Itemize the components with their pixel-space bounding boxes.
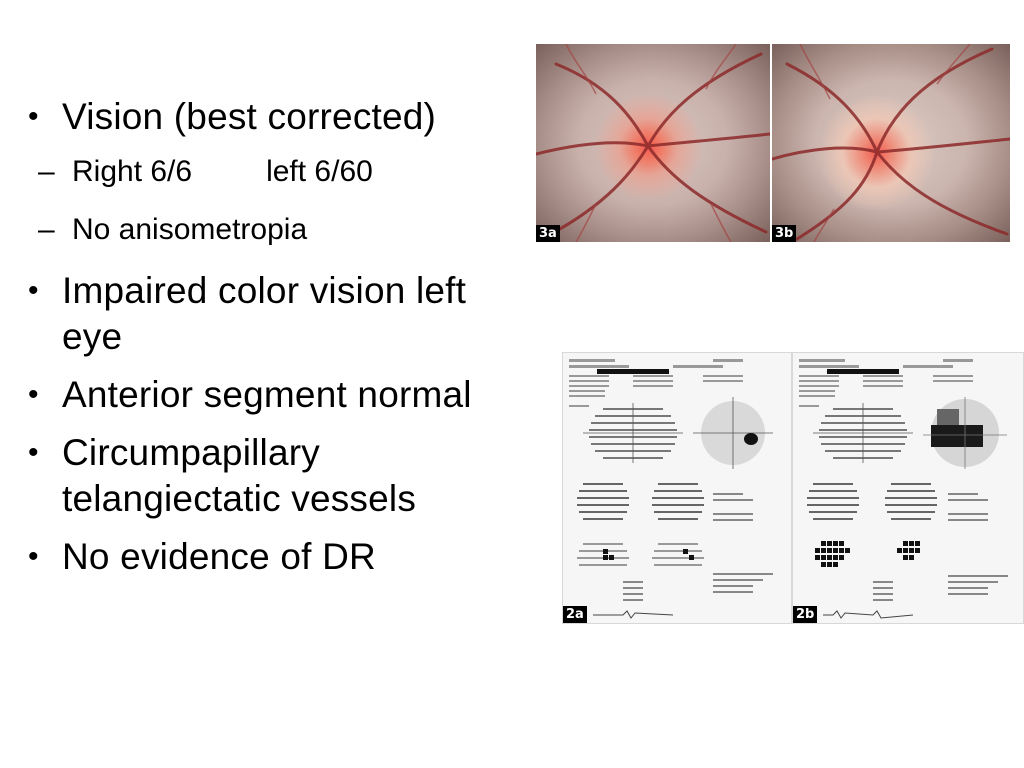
bullet-dot: • bbox=[28, 540, 39, 573]
anisometropia-text: No anisometropia bbox=[72, 213, 308, 246]
bullet-text: No evidence of DR bbox=[62, 536, 376, 577]
right-vision-text: Right 6/6 bbox=[72, 155, 193, 188]
left-vision-text: left 6/60 bbox=[266, 155, 373, 188]
sub-bullet-acuity: – Right 6/6 left 6/60 bbox=[28, 152, 528, 192]
bullet-color-vision: • Impaired color vision left eye bbox=[28, 268, 528, 360]
visual-field-chart bbox=[799, 359, 1008, 619]
bullet-dot: • bbox=[28, 274, 39, 307]
bullet-telangiectatic: • Circumpapillary telangiectatic vessels bbox=[28, 430, 528, 522]
fundus-photo-right: 3a bbox=[536, 44, 770, 242]
bullet-list: • Vision (best corrected) – Right 6/6 lef… bbox=[28, 94, 528, 592]
bullet-text: Circumpapillary telangiectatic vessels bbox=[62, 432, 417, 519]
retinal-vessels bbox=[772, 44, 1010, 242]
figure-label-3b: 3b bbox=[772, 225, 797, 242]
bullet-vision: • Vision (best corrected) bbox=[28, 94, 528, 140]
bullet-anterior-segment: • Anterior segment normal bbox=[28, 372, 528, 418]
dash-glyph: – bbox=[38, 155, 55, 188]
bullet-text: Anterior segment normal bbox=[62, 374, 472, 415]
vision-sub-bullets: – Right 6/6 left 6/60 – No anisometropia bbox=[28, 152, 528, 250]
bullet-no-dr: • No evidence of DR bbox=[28, 534, 528, 580]
fundus-photo-left: 3b bbox=[772, 44, 1010, 242]
dash-glyph: – bbox=[38, 213, 55, 246]
visual-field-chart bbox=[569, 359, 773, 619]
fundus-image bbox=[536, 44, 770, 242]
figure-label-2a: 2a bbox=[563, 606, 587, 623]
bullet-text: Impaired color vision left eye bbox=[62, 270, 467, 357]
retinal-vessels bbox=[536, 44, 770, 242]
bullet-text: Vision (best corrected) bbox=[62, 96, 437, 137]
bullet-dot: • bbox=[28, 100, 39, 133]
bullet-dot: • bbox=[28, 378, 39, 411]
figure-label-2b: 2b bbox=[793, 606, 818, 623]
visual-field-printout-b: 2b bbox=[792, 352, 1024, 624]
sub-bullet-anisometropia: – No anisometropia bbox=[28, 210, 528, 250]
bullet-dot: • bbox=[28, 436, 39, 469]
figure-label-3a: 3a bbox=[536, 225, 560, 242]
visual-field-printout-a: 2a bbox=[562, 352, 792, 624]
